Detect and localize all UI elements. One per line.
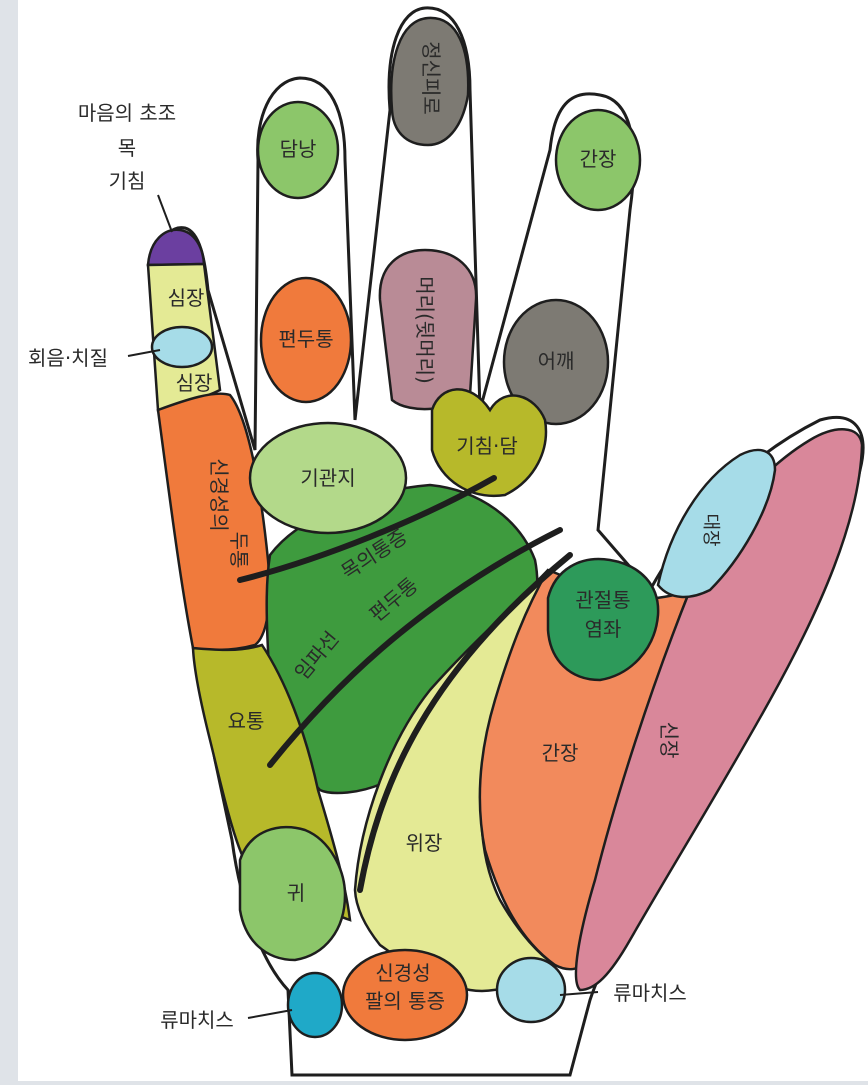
label-pinky-top-3: 기침 <box>109 169 146 193</box>
label-nerve-fatigue: 정신피로 <box>419 41 443 115</box>
label-kidney: 신장 <box>657 722 681 759</box>
label-perineum: 회음·치질 <box>28 346 108 370</box>
label-neural-arm-2: 팔의 통증 <box>365 989 445 1013</box>
label-stomach: 위장 <box>406 831 443 855</box>
label-shoulder: 어깨 <box>538 349 575 373</box>
label-liver-finger: 간장 <box>580 147 617 171</box>
label-heart-lower: 심장 <box>176 371 213 395</box>
rheumatism-left-region <box>288 973 342 1037</box>
label-neural-arm-1: 신경성 <box>375 961 430 985</box>
label-neuro-upper: 신경성의 <box>207 458 231 532</box>
label-heart-upper: 심장 <box>168 286 205 310</box>
label-intestine: 대장 <box>700 513 721 546</box>
label-ear: 귀 <box>287 881 305 905</box>
label-joint-2: 염좌 <box>585 617 622 641</box>
label-tonsil-finger: 편두통 <box>278 327 333 351</box>
label-pinky-top-1: 마음의 초조 <box>78 101 176 125</box>
label-liver-palm: 간장 <box>542 741 579 765</box>
label-gallbladder: 담낭 <box>280 137 317 161</box>
label-bronchi: 기관지 <box>300 466 355 490</box>
label-joint-1: 관절통 <box>575 588 630 612</box>
pinky-perineum-region <box>152 327 212 367</box>
label-head: 머리(뒷머리) <box>413 276 437 384</box>
label-neuro-lower: 두통 <box>227 532 251 569</box>
label-rheum-right: 류마치스 <box>613 981 687 1005</box>
label-cough-phlegm: 기침·담 <box>456 434 518 458</box>
label-rheum-left: 류마치스 <box>160 1008 234 1032</box>
label-pinky-top-2: 목 <box>118 136 136 160</box>
rheumatism-right-region <box>497 958 565 1022</box>
label-lumbago: 요통 <box>228 709 265 733</box>
